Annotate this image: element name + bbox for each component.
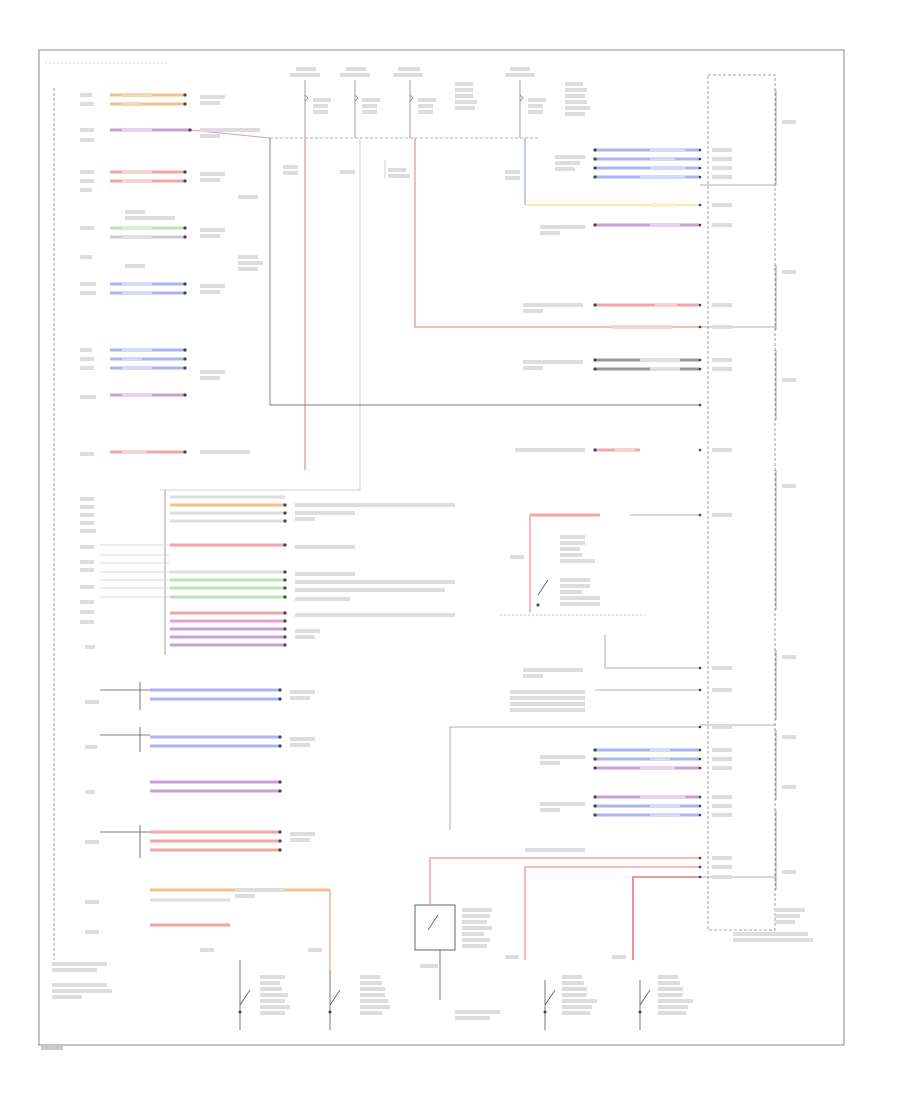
figure-code (41, 1046, 63, 1050)
fuse-symbols (304, 80, 524, 138)
feed-wire-labels (283, 165, 520, 180)
right-module-label (733, 908, 813, 942)
lower-left-wires (170, 495, 285, 647)
wire-red-relay (429, 857, 700, 905)
right-component-labels (510, 155, 585, 852)
wire-red-rear-right (632, 876, 700, 960)
left-wires (110, 93, 190, 454)
wire-feed-red-2 (414, 138, 700, 328)
lower-left-system-labels (295, 503, 455, 639)
right-pins (593, 148, 597, 817)
lower-left-pins (283, 503, 287, 647)
left-bottom-pins (278, 688, 282, 852)
door-switch-front-left (308, 948, 390, 1030)
lower-left-gray-wires (100, 544, 170, 598)
door-switch-rear-right (612, 955, 693, 1030)
left-pins (183, 93, 192, 454)
left-pin-labels (80, 93, 99, 934)
right-wires (595, 148, 700, 817)
right-module-boundary (707, 74, 776, 931)
wire-bus-black (269, 138, 700, 406)
door-switch-front-right (200, 948, 290, 1030)
right-thin-wires (449, 184, 776, 878)
sensor-switch (500, 535, 645, 616)
wire-feed-gray-1 (160, 138, 361, 491)
door-switch-rear-left (505, 955, 597, 1030)
right-connector-pins (698, 148, 702, 879)
junction-relay (414, 904, 500, 1020)
wire-red-rear-left (524, 866, 700, 960)
left-component-labels (125, 95, 263, 454)
right-wire-code-labels (612, 148, 685, 817)
left-module-label (52, 962, 112, 999)
diagram-frame (38, 49, 845, 1046)
left-bottom-wires (150, 688, 330, 927)
left-wire-code-labels (122, 93, 152, 454)
left-bottom-stubs (100, 682, 150, 858)
top-fuse-labels (290, 67, 590, 116)
right-module-pin-labels (712, 120, 796, 879)
fuse-rating-labels (313, 98, 546, 114)
left-bottom-labels (235, 690, 315, 898)
